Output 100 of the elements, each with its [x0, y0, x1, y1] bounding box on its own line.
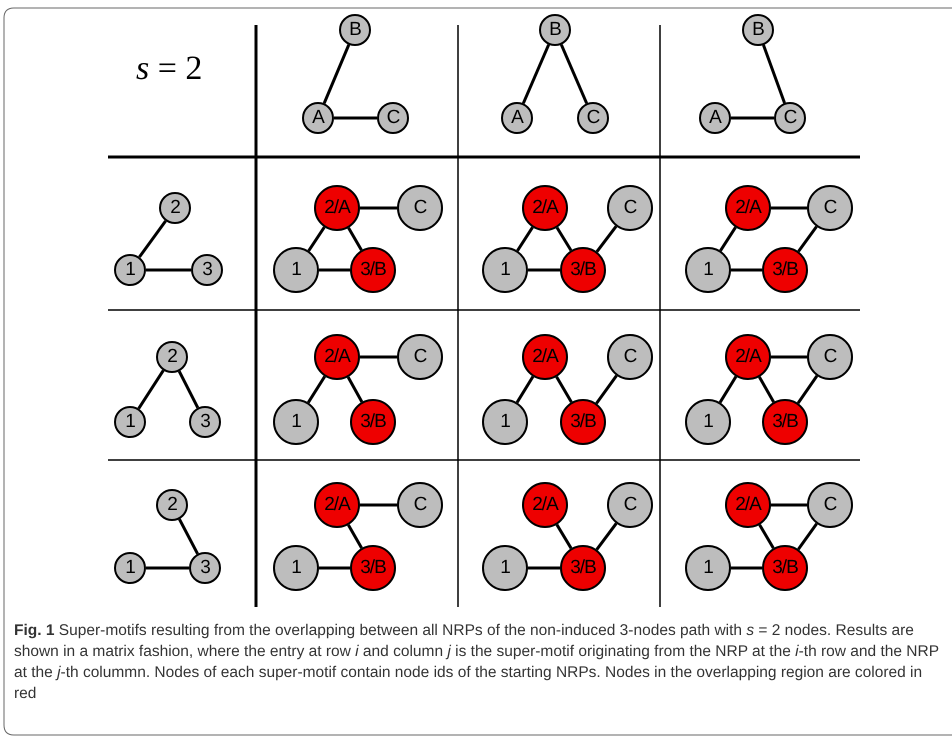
graph-node-circle: 1 [273, 545, 319, 591]
graph-node-circle: 2/A [314, 482, 360, 528]
graph-node-circle: 2/A [725, 482, 771, 528]
graph-node-circle: C [607, 334, 653, 380]
graph-node-circle: A [302, 102, 334, 134]
edge-line [322, 44, 350, 104]
edge-line [347, 227, 363, 251]
graph-node-circle: 3/B [350, 247, 396, 293]
edge-line [718, 376, 738, 404]
edge-line [528, 566, 560, 570]
graph-node-circle: C [607, 185, 653, 231]
graph-node-circle: 2/A [522, 482, 568, 528]
edge-line [731, 268, 762, 272]
edge-line [522, 44, 550, 104]
edge-line [762, 44, 786, 104]
edge-line [771, 206, 807, 210]
edge-line [596, 225, 618, 253]
edge-line [319, 268, 350, 272]
graph-node-circle: C [807, 482, 853, 528]
graph-node-circle: C [807, 185, 853, 231]
edge-line [556, 226, 572, 252]
edge-line [528, 268, 560, 272]
graph-node-circle: 1 [482, 545, 528, 591]
graph-node-circle: B [339, 14, 371, 46]
graph-node-circle: 3/B [762, 545, 808, 591]
parameter-label: s = 2 [136, 50, 202, 88]
graph-node-circle: A [501, 102, 533, 134]
graph-node-circle: 3/B [560, 545, 606, 591]
graph-node-circle: 2/A [522, 185, 568, 231]
graph-node-circle: 3/B [560, 399, 606, 445]
edge-line [596, 522, 618, 550]
graph-node-circle: 1 [114, 406, 146, 438]
graph-node-circle: 2/A [725, 185, 771, 231]
graph-node-circle: 2/A [725, 334, 771, 380]
edge-line [758, 524, 775, 549]
edge-line [360, 206, 397, 210]
graph-node-circle: 2/A [314, 185, 360, 231]
edge-line [771, 356, 807, 358]
edge-line [797, 226, 818, 252]
graph-node-circle: B [742, 14, 774, 46]
graph-node-circle: 1 [685, 399, 731, 445]
graph-node-circle: C [397, 185, 443, 231]
graph-node-circle: 2 [156, 341, 188, 373]
graph-node-circle: 1 [273, 399, 319, 445]
graph-node-circle: 2/A [522, 334, 568, 380]
graph-node-circle: 1 [685, 247, 731, 293]
edge-line [560, 44, 588, 104]
graph-node-circle: C [377, 102, 409, 134]
graph-node-circle: 1 [482, 399, 528, 445]
edge-line [360, 356, 397, 358]
graph-node-circle: 2 [159, 192, 191, 224]
graph-node-circle: 3/B [350, 399, 396, 445]
graph-node-circle: C [807, 334, 853, 380]
edge-line [360, 504, 397, 506]
graph-node-circle: 3 [189, 406, 221, 438]
graph-node-circle: 1 [482, 247, 528, 293]
graph-node-circle: 1 [273, 247, 319, 293]
edge-line [595, 374, 618, 404]
edge-line [796, 375, 818, 404]
figure-caption: Fig. 1 Super-motifs resulting from the overlapping between all NRPs of the non-induced 3-nodes path with s = 2 nodes. Results are shown in a matrix fashion, where the entry at row i and column j is the super-motif originating from the NRP at the i-th row and the NRP at the j-th colummn. Nodes of each super-motif contain node ids of the starting NRPs. Nodes in the overlapping region are colored in red [14, 621, 939, 704]
graph-node-circle: A [699, 102, 731, 134]
edge-line [307, 376, 326, 404]
graph-node-circle: 2/A [314, 334, 360, 380]
edge-line [334, 116, 377, 120]
graph-node-circle: 3 [191, 254, 223, 286]
edge-line [719, 226, 737, 252]
edge-line [516, 376, 534, 404]
edge-line [137, 370, 165, 410]
graph-node-circle: C [397, 334, 443, 380]
graph-node-circle: 3/B [350, 545, 396, 591]
edge-line [146, 268, 191, 272]
edge-line [771, 504, 807, 506]
edge-line [178, 518, 199, 555]
graph-node-circle: 3/B [762, 399, 808, 445]
edge-line [731, 116, 774, 120]
graph-node-circle: C [577, 102, 609, 134]
edge-line [347, 524, 363, 549]
edge-line [319, 566, 350, 570]
edge-line [797, 522, 818, 550]
graph-node-circle: 1 [114, 254, 146, 286]
graph-node-circle: C [607, 482, 653, 528]
graph-node-circle: 3/B [762, 247, 808, 293]
edge-line [555, 376, 573, 403]
edge-line [146, 566, 189, 570]
graph-node-circle: C [774, 102, 806, 134]
edge-line [556, 524, 572, 550]
edge-line [307, 226, 326, 252]
graph-node-circle: 3 [189, 552, 221, 584]
edge-line [758, 376, 775, 403]
graph-node-circle: 1 [114, 552, 146, 584]
edge-line [178, 370, 200, 408]
graph-node-circle: 2 [156, 489, 188, 521]
graph-node-circle: 3/B [560, 247, 606, 293]
graph-node-circle: B [539, 14, 571, 46]
edge-line [731, 566, 762, 570]
edge-line [138, 220, 167, 258]
graph-node-circle: C [397, 482, 443, 528]
edge-line [516, 226, 534, 252]
edge-line [346, 376, 364, 403]
graph-node-circle: 1 [685, 545, 731, 591]
